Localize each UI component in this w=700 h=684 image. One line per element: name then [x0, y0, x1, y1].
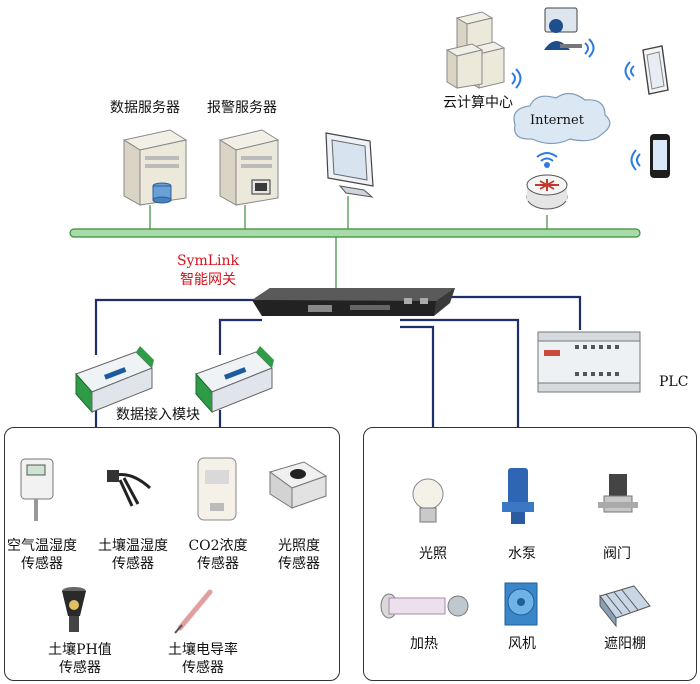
cloud-computing-servers-icon [445, 11, 506, 89]
alarm-server-icon [218, 129, 280, 206]
phone-icon [650, 134, 670, 178]
soil-conductivity-sensor-icon [174, 589, 213, 634]
link-module-1 [94, 298, 262, 355]
fan-icon [504, 582, 538, 626]
remote-user-icon [544, 7, 582, 50]
monitor-icon [325, 132, 374, 198]
tablet-icon [642, 45, 669, 95]
actuator-label-lighting: 光照 [419, 546, 447, 562]
sensor-label-light-intensity: 光照度 传感器 [278, 538, 320, 572]
link-actuator-a [400, 318, 520, 427]
tablet-wifi-icon [624, 61, 635, 81]
valve-icon [598, 474, 638, 513]
data-module-label: 数据接入模块 [116, 407, 200, 423]
cloud-center-label: 云计算中心 [443, 95, 513, 111]
gateway-device-icon [252, 288, 455, 316]
wifi-icon [536, 152, 558, 168]
light-intensity-sensor-icon [268, 461, 328, 509]
cloud-wifi-icon [511, 68, 522, 89]
gateway-brand-label: SymLink [176, 253, 240, 269]
internet-label: Internet [530, 113, 584, 128]
actuator-label-shade: 遮阳棚 [604, 636, 646, 652]
sensor-label-air-temp-humidity: 空气温湿度 传感器 [7, 538, 77, 572]
plc-icon [537, 331, 641, 393]
data-server-icon [122, 129, 188, 206]
data-module-1-icon [75, 346, 154, 414]
sensor-label-soil-conductivity: 土壤电导率 传感器 [168, 642, 238, 676]
data-module-2-icon [195, 346, 274, 414]
actuator-panel [363, 427, 697, 681]
actuator-label-pump: 水泵 [508, 546, 536, 562]
actuator-label-valve: 阀门 [603, 546, 631, 562]
link-actuator-b [400, 325, 435, 427]
sensor-label-soil-ph: 土壤PH值 传感器 [48, 642, 112, 676]
actuator-label-fan: 风机 [508, 636, 536, 652]
gateway-name-label: 智能网关 [180, 272, 236, 288]
lighting-bulb-icon [412, 478, 444, 523]
sensor-label-co2: CO2浓度 传感器 [188, 538, 248, 572]
water-pump-icon [502, 468, 534, 524]
soil-temp-humidity-sensor-icon [107, 470, 152, 507]
co2-sensor-icon [197, 457, 237, 521]
link-plc [448, 295, 582, 330]
data-server-label: 数据服务器 [110, 100, 180, 116]
router-icon [526, 174, 568, 210]
soil-ph-sensor-icon [62, 587, 86, 632]
sensor-label-soil-temp-humidity: 土壤温湿度 传感器 [98, 538, 168, 572]
shade-house-icon [599, 585, 651, 628]
phone-wifi-icon [630, 149, 641, 171]
actuator-label-heating: 加热 [410, 636, 438, 652]
alarm-server-label: 报警服务器 [207, 100, 277, 116]
plc-label: PLC [659, 374, 689, 390]
air-temp-humidity-sensor-icon [20, 458, 54, 521]
link-module-2 [218, 318, 262, 355]
user-wifi-icon [584, 38, 595, 58]
internet-cloud-icon [513, 92, 611, 145]
network-bus [69, 228, 641, 238]
heater-icon [380, 593, 469, 619]
